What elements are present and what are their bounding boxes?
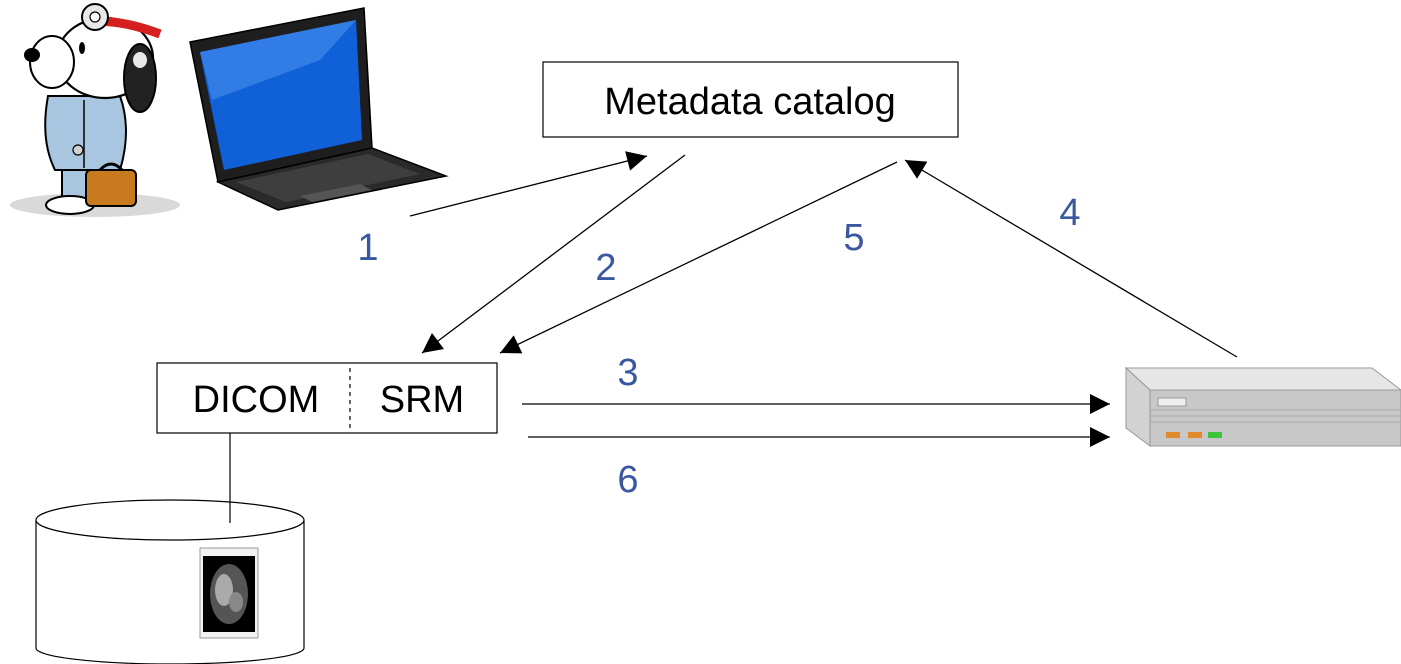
arrow-step-5 [499, 161, 898, 354]
storage-cylinder-icon [35, 499, 305, 664]
dicom-srm-box: DICOM SRM [156, 362, 498, 434]
arrow-step-1 [409, 151, 648, 217]
srm-label: SRM [380, 379, 464, 421]
snoopy-doctor-icon [10, 3, 180, 217]
medical-scan-image-icon [199, 547, 259, 639]
laptop-icon [189, 7, 449, 211]
arrow-step-2 [421, 154, 686, 354]
metadata-catalog-label: Metadata catalog [604, 81, 896, 123]
metadata-catalog-box: Metadata catalog [542, 61, 959, 138]
step-label-4: 4 [1059, 192, 1080, 234]
step-label-1: 1 [357, 227, 378, 269]
step-label-5: 5 [843, 217, 864, 259]
arrow-step-4 [904, 159, 1238, 358]
step-label-6: 6 [617, 459, 638, 501]
dicom-label: DICOM [193, 379, 320, 421]
server-icon [1124, 366, 1401, 447]
step-label-3: 3 [617, 352, 638, 394]
step-label-2: 2 [595, 247, 616, 289]
